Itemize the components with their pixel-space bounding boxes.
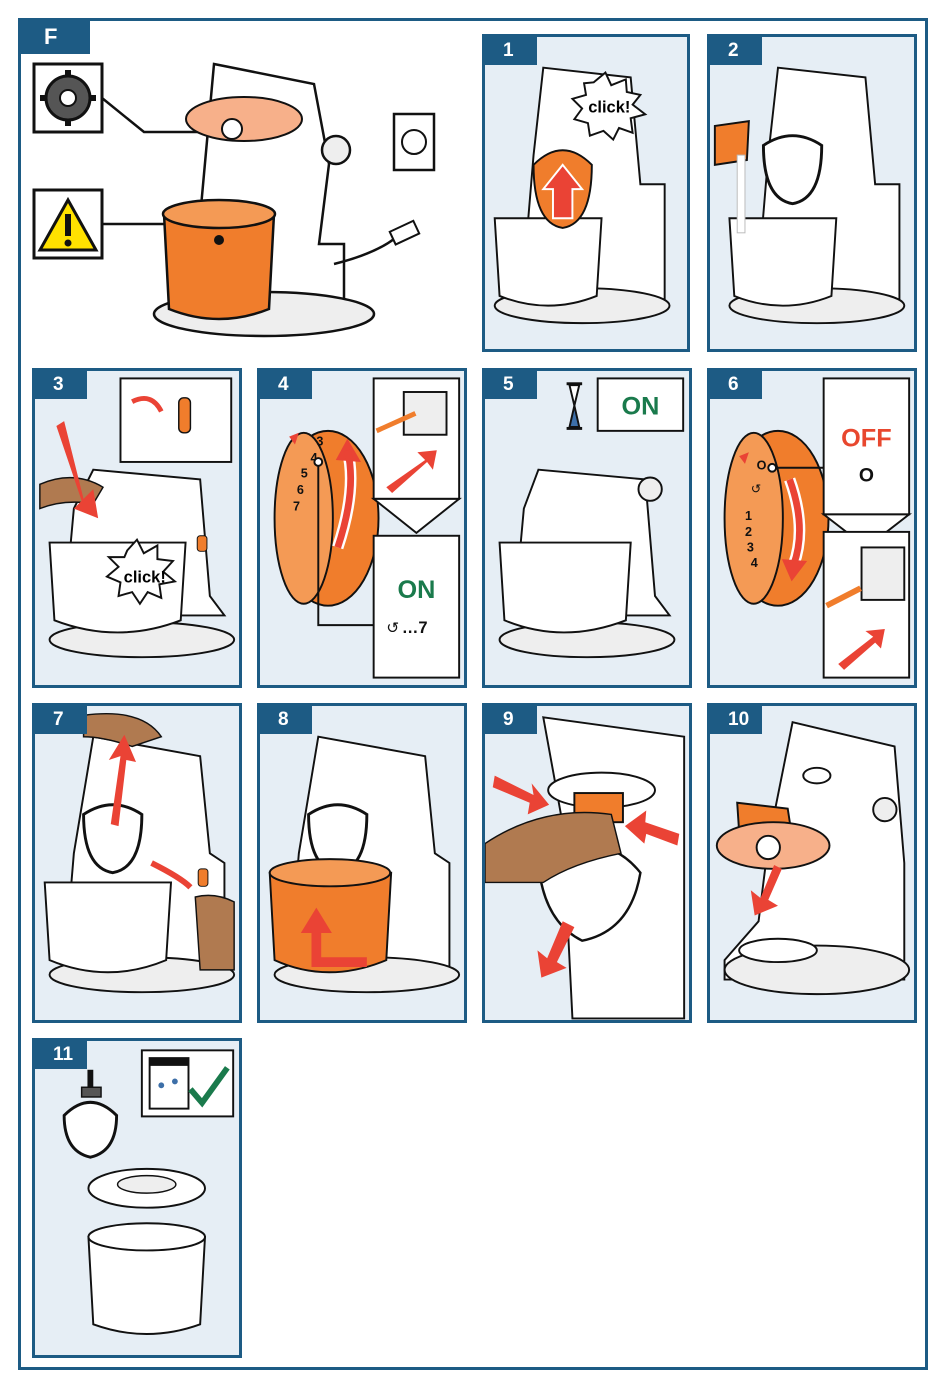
step-number: 11 bbox=[35, 1041, 87, 1069]
svg-text:↺: ↺ bbox=[751, 482, 762, 496]
step-panel-9: 9 bbox=[482, 703, 692, 1023]
step-panel-1: 1 click! bbox=[482, 34, 690, 352]
step-number: 1 bbox=[485, 37, 537, 65]
step-panel-6: 6 O ↺ 1 2 3 4 OFF O bbox=[707, 368, 917, 688]
svg-text:O: O bbox=[757, 459, 767, 473]
dishwasher-safe-icon bbox=[142, 1050, 233, 1116]
dial-number: 2 bbox=[745, 525, 752, 539]
on-label: ON bbox=[621, 392, 659, 420]
wall-socket-icon bbox=[394, 114, 434, 170]
dial-number: 1 bbox=[745, 509, 752, 523]
step-panel-8: 8 bbox=[257, 703, 467, 1023]
off-symbol: O bbox=[859, 464, 874, 486]
gear-icon bbox=[34, 64, 102, 132]
step-number: 5 bbox=[485, 371, 537, 399]
step-panel-7: 7 bbox=[32, 703, 242, 1023]
step-panel-3: 3 click! bbox=[32, 368, 242, 688]
click-label: click! bbox=[124, 568, 166, 586]
step-number: 3 bbox=[35, 371, 87, 399]
step-number: 4 bbox=[260, 371, 312, 399]
hourglass-icon bbox=[567, 382, 583, 430]
rotate-icon: ↺ bbox=[386, 620, 399, 637]
click-label: click! bbox=[588, 98, 630, 116]
dial-number: 7 bbox=[293, 500, 300, 514]
speed-range-label: …7 bbox=[402, 619, 428, 637]
dial-number: 5 bbox=[301, 466, 308, 480]
step-number: 6 bbox=[710, 371, 762, 399]
step-panel-10: 10 bbox=[707, 703, 917, 1023]
step-number: 2 bbox=[710, 37, 762, 65]
dial-number: 4 bbox=[751, 556, 758, 570]
step-number: 7 bbox=[35, 706, 87, 734]
on-label: ON bbox=[397, 576, 435, 604]
step-panel-5: 5 ON bbox=[482, 368, 692, 688]
dial-number: 3 bbox=[316, 434, 323, 448]
step-panel-2: 2 bbox=[707, 34, 917, 352]
warning-icon bbox=[34, 190, 102, 258]
plug-icon bbox=[390, 221, 419, 245]
step-number: 10 bbox=[710, 706, 762, 734]
step-number: 9 bbox=[485, 706, 537, 734]
step-panel-4: 4 3 4 5 6 7 ON ↺ …7 bbox=[257, 368, 467, 688]
dial-number: 3 bbox=[747, 540, 754, 554]
overview-illustration bbox=[24, 54, 474, 354]
section-label: F bbox=[18, 18, 90, 54]
dial-number: 6 bbox=[297, 483, 304, 497]
step-number: 8 bbox=[260, 706, 312, 734]
off-label: OFF bbox=[841, 424, 892, 452]
step-panel-11: 11 bbox=[32, 1038, 242, 1358]
